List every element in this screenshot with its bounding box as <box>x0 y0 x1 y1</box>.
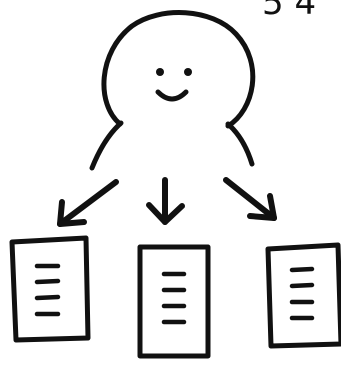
right-eye <box>184 68 192 76</box>
document-icon-1 <box>9 235 91 343</box>
document-icon-2 <box>137 244 211 359</box>
corner-text: 5 4 <box>262 0 316 23</box>
person-icon <box>89 10 256 171</box>
arrow-down-right-icon <box>223 177 277 221</box>
arrow-down-icon <box>146 177 185 225</box>
smile-mouth <box>155 89 189 102</box>
arrow-down-left-icon <box>57 179 119 227</box>
person-right-shoulder <box>225 121 255 167</box>
left-eye <box>156 68 164 76</box>
document-icon-3 <box>265 242 341 349</box>
person-left-shoulder <box>89 120 124 171</box>
person-head <box>101 10 256 129</box>
